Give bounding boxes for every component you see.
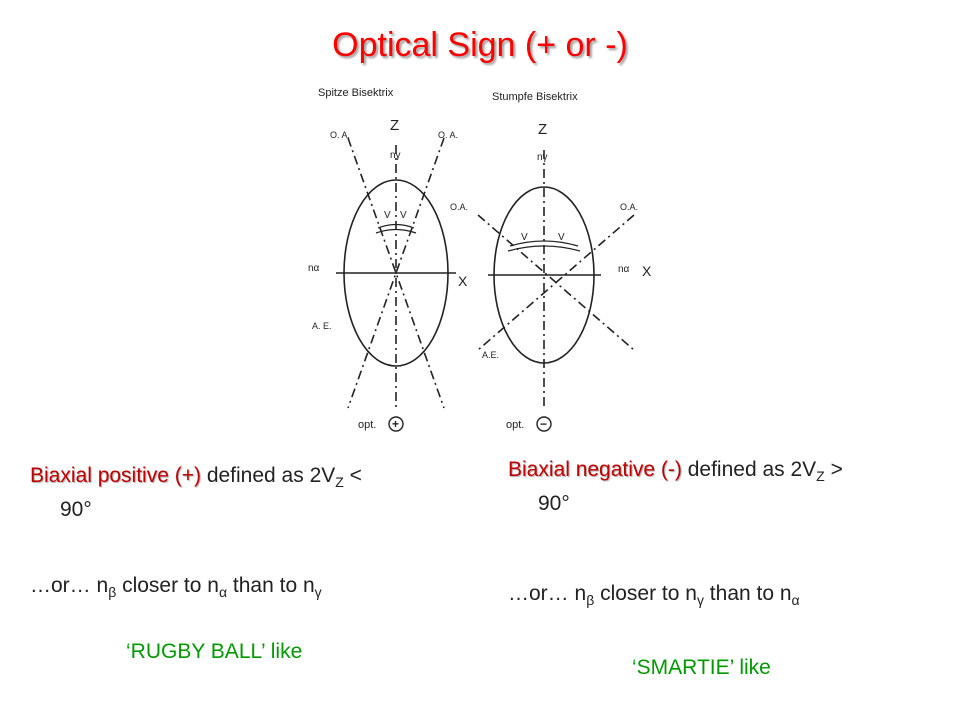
right-or-prefix: …or… n: [508, 582, 587, 605]
right-v-label-1: V: [521, 232, 528, 243]
right-definition: Biaxial negative (-) defined as 2VZ > 90…: [508, 456, 948, 517]
left-sub-b: γ: [314, 584, 322, 601]
right-mid2: than to n: [703, 582, 792, 605]
right-v-arc: [509, 240, 579, 247]
left-oa-label-2: O. A.: [438, 130, 458, 140]
left-v-label-1: V: [384, 210, 391, 221]
rugby-ball-text: ‘RUGBY BALL’ like: [126, 640, 303, 663]
left-plus-sign: +: [392, 417, 399, 431]
left-or-prefix: …or… n: [30, 574, 109, 597]
left-ae-label: A. E.: [312, 321, 332, 331]
right-heading: Stumpfe Bisektrix: [492, 91, 578, 103]
right-v-label-2: V: [558, 232, 565, 243]
page-title: Optical Sign (+ or -): [332, 26, 628, 64]
right-z-label: Z: [538, 121, 547, 138]
left-opt-label: opt.: [358, 419, 376, 431]
left-v-arc: [377, 223, 415, 229]
biaxial-positive-label: Biaxial positive (+): [30, 464, 201, 487]
left-sub-beta: β: [108, 584, 117, 601]
right-def-prefix: defined as 2V: [681, 458, 817, 481]
left-mid2: than to n: [227, 574, 315, 597]
right-mid: closer to n: [594, 582, 697, 605]
left-sub-a: α: [218, 584, 228, 601]
left-oa-label-1: O. A.: [330, 130, 350, 140]
right-optic-axis-2: [477, 214, 635, 351]
left-mid: closer to n: [116, 574, 219, 597]
right-opt-label: opt.: [506, 419, 524, 431]
right-ae-label: A.E.: [482, 350, 499, 360]
right-def-line2: 90°: [538, 492, 570, 516]
right-comparison: …or… nβ closer to nγ than to nα: [508, 580, 948, 614]
left-diagram: [336, 137, 456, 432]
right-oa-label-2: O.A.: [620, 202, 638, 212]
left-heading: Spitze Bisektrix: [318, 87, 394, 99]
left-n-gamma-label: nγ: [390, 150, 401, 161]
optical-sign-diagram: Spitze Bisektrix Stumpfe Bisektrix O. A.…: [296, 80, 672, 444]
left-v-arc-2: [375, 228, 417, 234]
right-n-gamma-label: nγ: [537, 152, 548, 163]
left-z-label: Z: [390, 117, 399, 134]
right-n-alpha-label: nα: [618, 264, 630, 275]
right-diagram: [477, 150, 635, 432]
left-def-suffix: <: [343, 464, 362, 487]
right-def-suffix: >: [824, 458, 843, 481]
left-def-prefix: defined as 2V: [200, 464, 336, 487]
right-sub-b: α: [791, 592, 800, 609]
right-sub-beta: β: [586, 592, 595, 609]
right-def-sub: Z: [816, 468, 825, 485]
smartie-text: ‘SMARTIE’ like: [632, 656, 771, 679]
right-sub-a: γ: [696, 592, 704, 609]
left-definition: Biaxial positive (+) defined as 2VZ < 90…: [30, 462, 460, 523]
left-x-label: X: [458, 273, 468, 289]
right-v-arc-2: [507, 245, 581, 252]
left-v-label-2: V: [400, 210, 407, 221]
left-opt-circle: [388, 416, 404, 432]
right-opt-circle: [536, 416, 552, 432]
diagram-svg: Spitze Bisektrix Stumpfe Bisektrix O. A.…: [308, 87, 652, 432]
left-comparison: …or… nβ closer to nα than to nγ: [30, 572, 470, 606]
right-minus-sign: −: [540, 417, 547, 431]
right-oa-label-1: O.A.: [450, 202, 468, 212]
biaxial-negative-label: Biaxial negative (-): [508, 458, 682, 481]
right-x-label: X: [642, 263, 652, 279]
left-n-alpha-label: nα: [308, 263, 320, 274]
left-def-sub: Z: [335, 474, 344, 491]
left-def-line2: 90°: [60, 498, 92, 522]
